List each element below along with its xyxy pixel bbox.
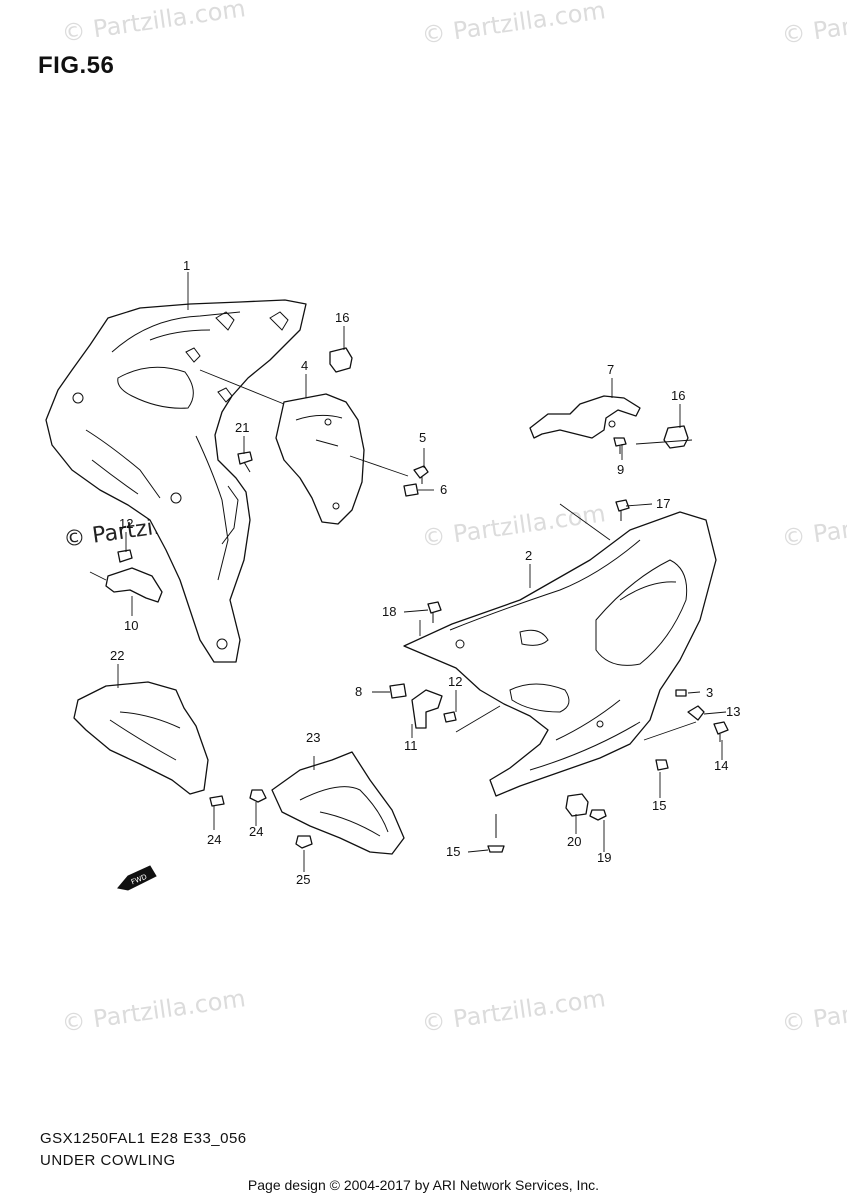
callout-18: 18 xyxy=(382,604,396,619)
part-17-screw[interactable] xyxy=(615,499,630,521)
part-9-screw[interactable] xyxy=(613,437,627,454)
callout-20: 20 xyxy=(567,834,581,849)
callout-2: 2 xyxy=(525,548,532,563)
part-19-screw[interactable] xyxy=(589,809,607,821)
part-4-inner-panel[interactable] xyxy=(275,393,365,525)
part-24-grommet[interactable] xyxy=(249,789,267,803)
callout-19: 19 xyxy=(597,850,611,865)
leader-lines xyxy=(89,272,727,872)
part-16-grommet-right[interactable] xyxy=(663,425,689,449)
callout-23: 23 xyxy=(306,730,320,745)
part-25-screw[interactable] xyxy=(295,835,313,849)
callout-3: 3 xyxy=(706,685,713,700)
callout-12: 12 xyxy=(448,674,462,689)
part-3-pin[interactable] xyxy=(675,689,687,697)
callout-24b: 24 xyxy=(249,824,263,839)
part-23-panel[interactable] xyxy=(271,751,405,855)
part-16-grommet[interactable] xyxy=(329,347,353,373)
callout-5: 5 xyxy=(419,430,426,445)
callout-7: 7 xyxy=(607,362,614,377)
callout-11: 11 xyxy=(404,738,418,753)
callout-24: 24 xyxy=(207,832,221,847)
part-6-nut[interactable] xyxy=(403,483,419,497)
section-name: UNDER COWLING xyxy=(40,1152,176,1169)
callout-17: 17 xyxy=(656,496,670,511)
part-10-bracket[interactable] xyxy=(105,567,163,603)
callout-13: 13 xyxy=(726,704,740,719)
figure-title: FIG.56 xyxy=(38,52,115,79)
part-20-grommet[interactable] xyxy=(565,793,589,817)
part-15-screw-lower[interactable] xyxy=(487,814,505,853)
callout-25: 25 xyxy=(296,872,310,887)
part-5-screw[interactable] xyxy=(413,465,429,484)
callout-1: 1 xyxy=(183,258,190,273)
part-2-under-cowl[interactable] xyxy=(403,511,717,797)
callout-16b: 16 xyxy=(671,388,685,403)
part-12-bolt[interactable] xyxy=(443,711,457,723)
callout-6: 6 xyxy=(440,482,447,497)
part-21-bolt[interactable] xyxy=(237,451,253,473)
callout-16: 16 xyxy=(335,310,349,325)
model-code: GSX1250FAL1 E28 E33_056 xyxy=(40,1130,247,1147)
part-15-screw[interactable] xyxy=(655,759,669,771)
callout-22: 22 xyxy=(110,648,124,663)
part-22-panel[interactable] xyxy=(73,681,209,795)
part-18-screw[interactable] xyxy=(427,601,442,623)
callout-21: 21 xyxy=(235,420,249,435)
part-8-clip[interactable] xyxy=(389,683,407,699)
callout-14: 14 xyxy=(714,758,728,773)
part-1-upper-cowl[interactable] xyxy=(45,299,307,663)
part-11-bracket[interactable] xyxy=(411,689,443,729)
part-13-clip[interactable] xyxy=(687,705,705,721)
part-14-bolt[interactable] xyxy=(713,721,729,742)
part-12-bolt-left[interactable] xyxy=(117,549,133,563)
part-24-grommet-left[interactable] xyxy=(209,795,225,807)
footer-credit: Page design © 2004-2017 by ARI Network S… xyxy=(247,1177,600,1193)
callout-8: 8 xyxy=(355,684,362,699)
callout-4: 4 xyxy=(301,358,308,373)
callout-12-left: 12 xyxy=(119,516,133,531)
fwd-arrow-icon: FWD xyxy=(117,865,157,891)
callout-10: 10 xyxy=(124,618,138,633)
part-7-bracket[interactable] xyxy=(529,395,641,439)
callout-15: 15 xyxy=(652,798,666,813)
callouts: 1 4 16 21 5 6 7 16 9 17 2 18 8 12 11 3 1… xyxy=(110,258,740,887)
callout-9: 9 xyxy=(617,462,624,477)
callout-15b: 15 xyxy=(446,844,460,859)
